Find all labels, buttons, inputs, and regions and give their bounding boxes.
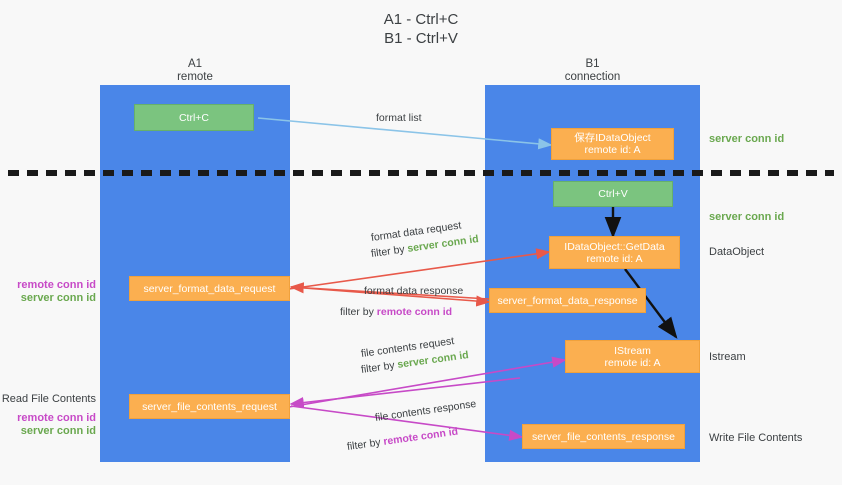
note-server-conn-id-top: server conn id [709,133,785,145]
note-remote-conn-id-1: remote conn id [17,279,96,291]
box-ctrl-c[interactable]: Ctrl+C [134,104,254,131]
box-idataobject-getdata[interactable]: IDataObject::GetData remote id: A [549,236,680,269]
filter-prefix: filter by [370,243,409,261]
phase-divider [8,170,834,176]
edge-label-format-data-response: format data response [364,285,464,297]
note-dataobject: DataObject [709,246,765,258]
box-idataobject-store[interactable]: 保存IDataObject remote id: A [551,128,674,160]
page-title: A1 - Ctrl+C B1 - Ctrl+V [383,11,459,47]
note-server-conn-id-2: server conn id [20,425,96,437]
box-ctrl-v[interactable]: Ctrl+V [553,181,673,207]
edge-label-format-list: format list [376,112,422,124]
filter-prefix: filter by [340,306,377,318]
note-remote-conn-id-2: remote conn id [17,412,96,424]
note-read-file-contents: Read File Contents [1,393,96,405]
box-server-file-contents-response[interactable]: server_file_contents_response [522,424,685,449]
box-server-format-data-response[interactable]: server_format_data_response [489,288,646,313]
note-server-conn-id-1: server conn id [20,292,96,304]
filter-value-remote-conn-id: remote conn id [376,306,453,318]
lane-header-b1: B1 connection [564,58,621,83]
box-server-file-contents-request[interactable]: server_file_contents_request [129,394,290,419]
lane-header-a1: A1 remote [177,58,213,83]
edge-label-file-contents-response: file contents response [374,397,478,425]
box-istream[interactable]: IStream remote id: A [565,340,700,373]
filter-prefix: filter by [346,436,385,454]
edge-label-file-contents-response-filter: filter by remote conn id [346,426,459,454]
edge-label-format-data-response-filter: filter by remote conn id [340,306,452,319]
note-server-conn-id-mid: server conn id [709,211,785,223]
note-write-file-contents: Write File Contents [709,432,803,444]
filter-value-remote-conn-id: remote conn id [382,425,459,448]
filter-prefix: filter by [360,359,399,377]
box-server-format-data-request[interactable]: server_format_data_request [129,276,290,301]
note-istream: Istream [709,351,746,363]
